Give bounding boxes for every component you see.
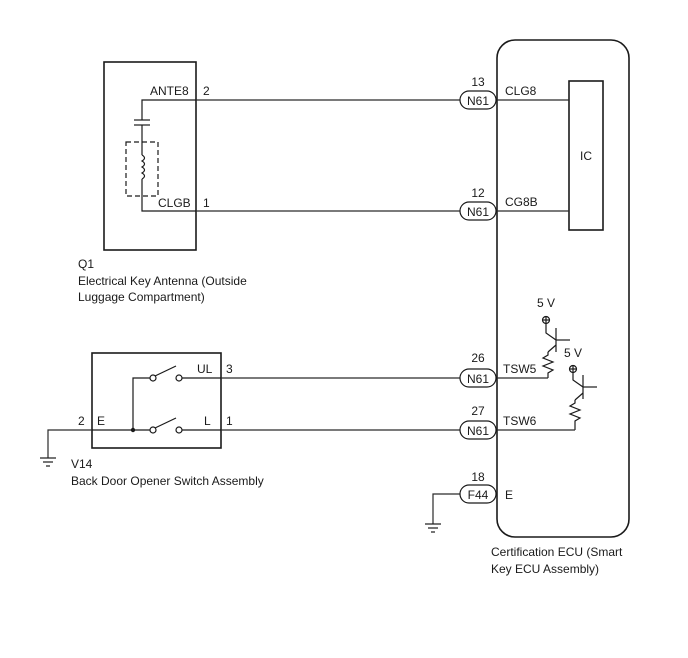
connector-f44-pin18: F44 [459,484,497,504]
ecu-name-line1: Certification ECU (Smart [491,545,623,559]
switch-pin-label-l: L [204,414,211,428]
antenna-coil-symbol [125,99,196,212]
pin-number-27: 27 [471,404,485,418]
connector-n61-pin12: N61 [459,201,497,221]
ic-label: IC [580,149,592,163]
svg-text:N61: N61 [467,94,489,108]
pin-number-26: 26 [471,351,485,365]
switch-pin-label-ul: UL [197,362,213,376]
signal-e: E [505,488,513,502]
switch-ground-symbol [40,429,92,467]
switch-pin-num-3: 3 [226,362,233,376]
antenna-name-line1: Electrical Key Antenna (Outside [78,274,247,288]
ecu-name-line2: Key ECU Assembly) [491,562,599,576]
switch-pin-num-2: 2 [78,414,85,428]
svg-text:N61: N61 [467,372,489,386]
pin-number-12: 12 [471,186,485,200]
ecu-ground-symbol [425,523,441,533]
antenna-pin-num-1: 1 [203,196,210,210]
pullup-tsw6 [497,364,597,431]
switch-pin-label-e: E [97,414,105,428]
certification-ecu-box [496,39,630,538]
antenna-pin-label-ante8: ANTE8 [150,84,189,98]
antenna-pin-label-clgb: CLGB [158,196,191,210]
switch-pin-num-1: 1 [226,414,233,428]
signal-cg8b: CG8B [505,195,538,209]
connector-n61-pin13: N61 [459,90,497,110]
connector-n61-pin26: N61 [459,368,497,388]
svg-text:N61: N61 [467,424,489,438]
electrical-key-antenna-box [103,61,197,251]
signal-tsw6: TSW6 [503,414,537,428]
supply-label-5v-2: 5 V [564,346,582,360]
signal-tsw5: TSW5 [503,362,537,376]
back-door-opener-switch-box [91,352,222,449]
switch-contacts-symbol [92,365,221,434]
connector-n61-pin27: N61 [459,420,497,440]
supply-label-5v-1: 5 V [537,296,555,310]
switch-code: V14 [71,457,93,471]
pullup-tsw5 [497,315,570,379]
svg-text:N61: N61 [467,205,489,219]
pin-number-18: 18 [471,470,485,484]
antenna-pin-num-2: 2 [203,84,210,98]
wire-ecu-ground [432,493,460,524]
ic-block [568,80,604,231]
switch-name: Back Door Opener Switch Assembly [71,474,264,488]
signal-clg8: CLG8 [505,84,537,98]
pin-number-13: 13 [471,75,485,89]
antenna-code: Q1 [78,257,94,271]
svg-text:F44: F44 [468,488,489,502]
antenna-name-line2: Luggage Compartment) [78,290,205,304]
